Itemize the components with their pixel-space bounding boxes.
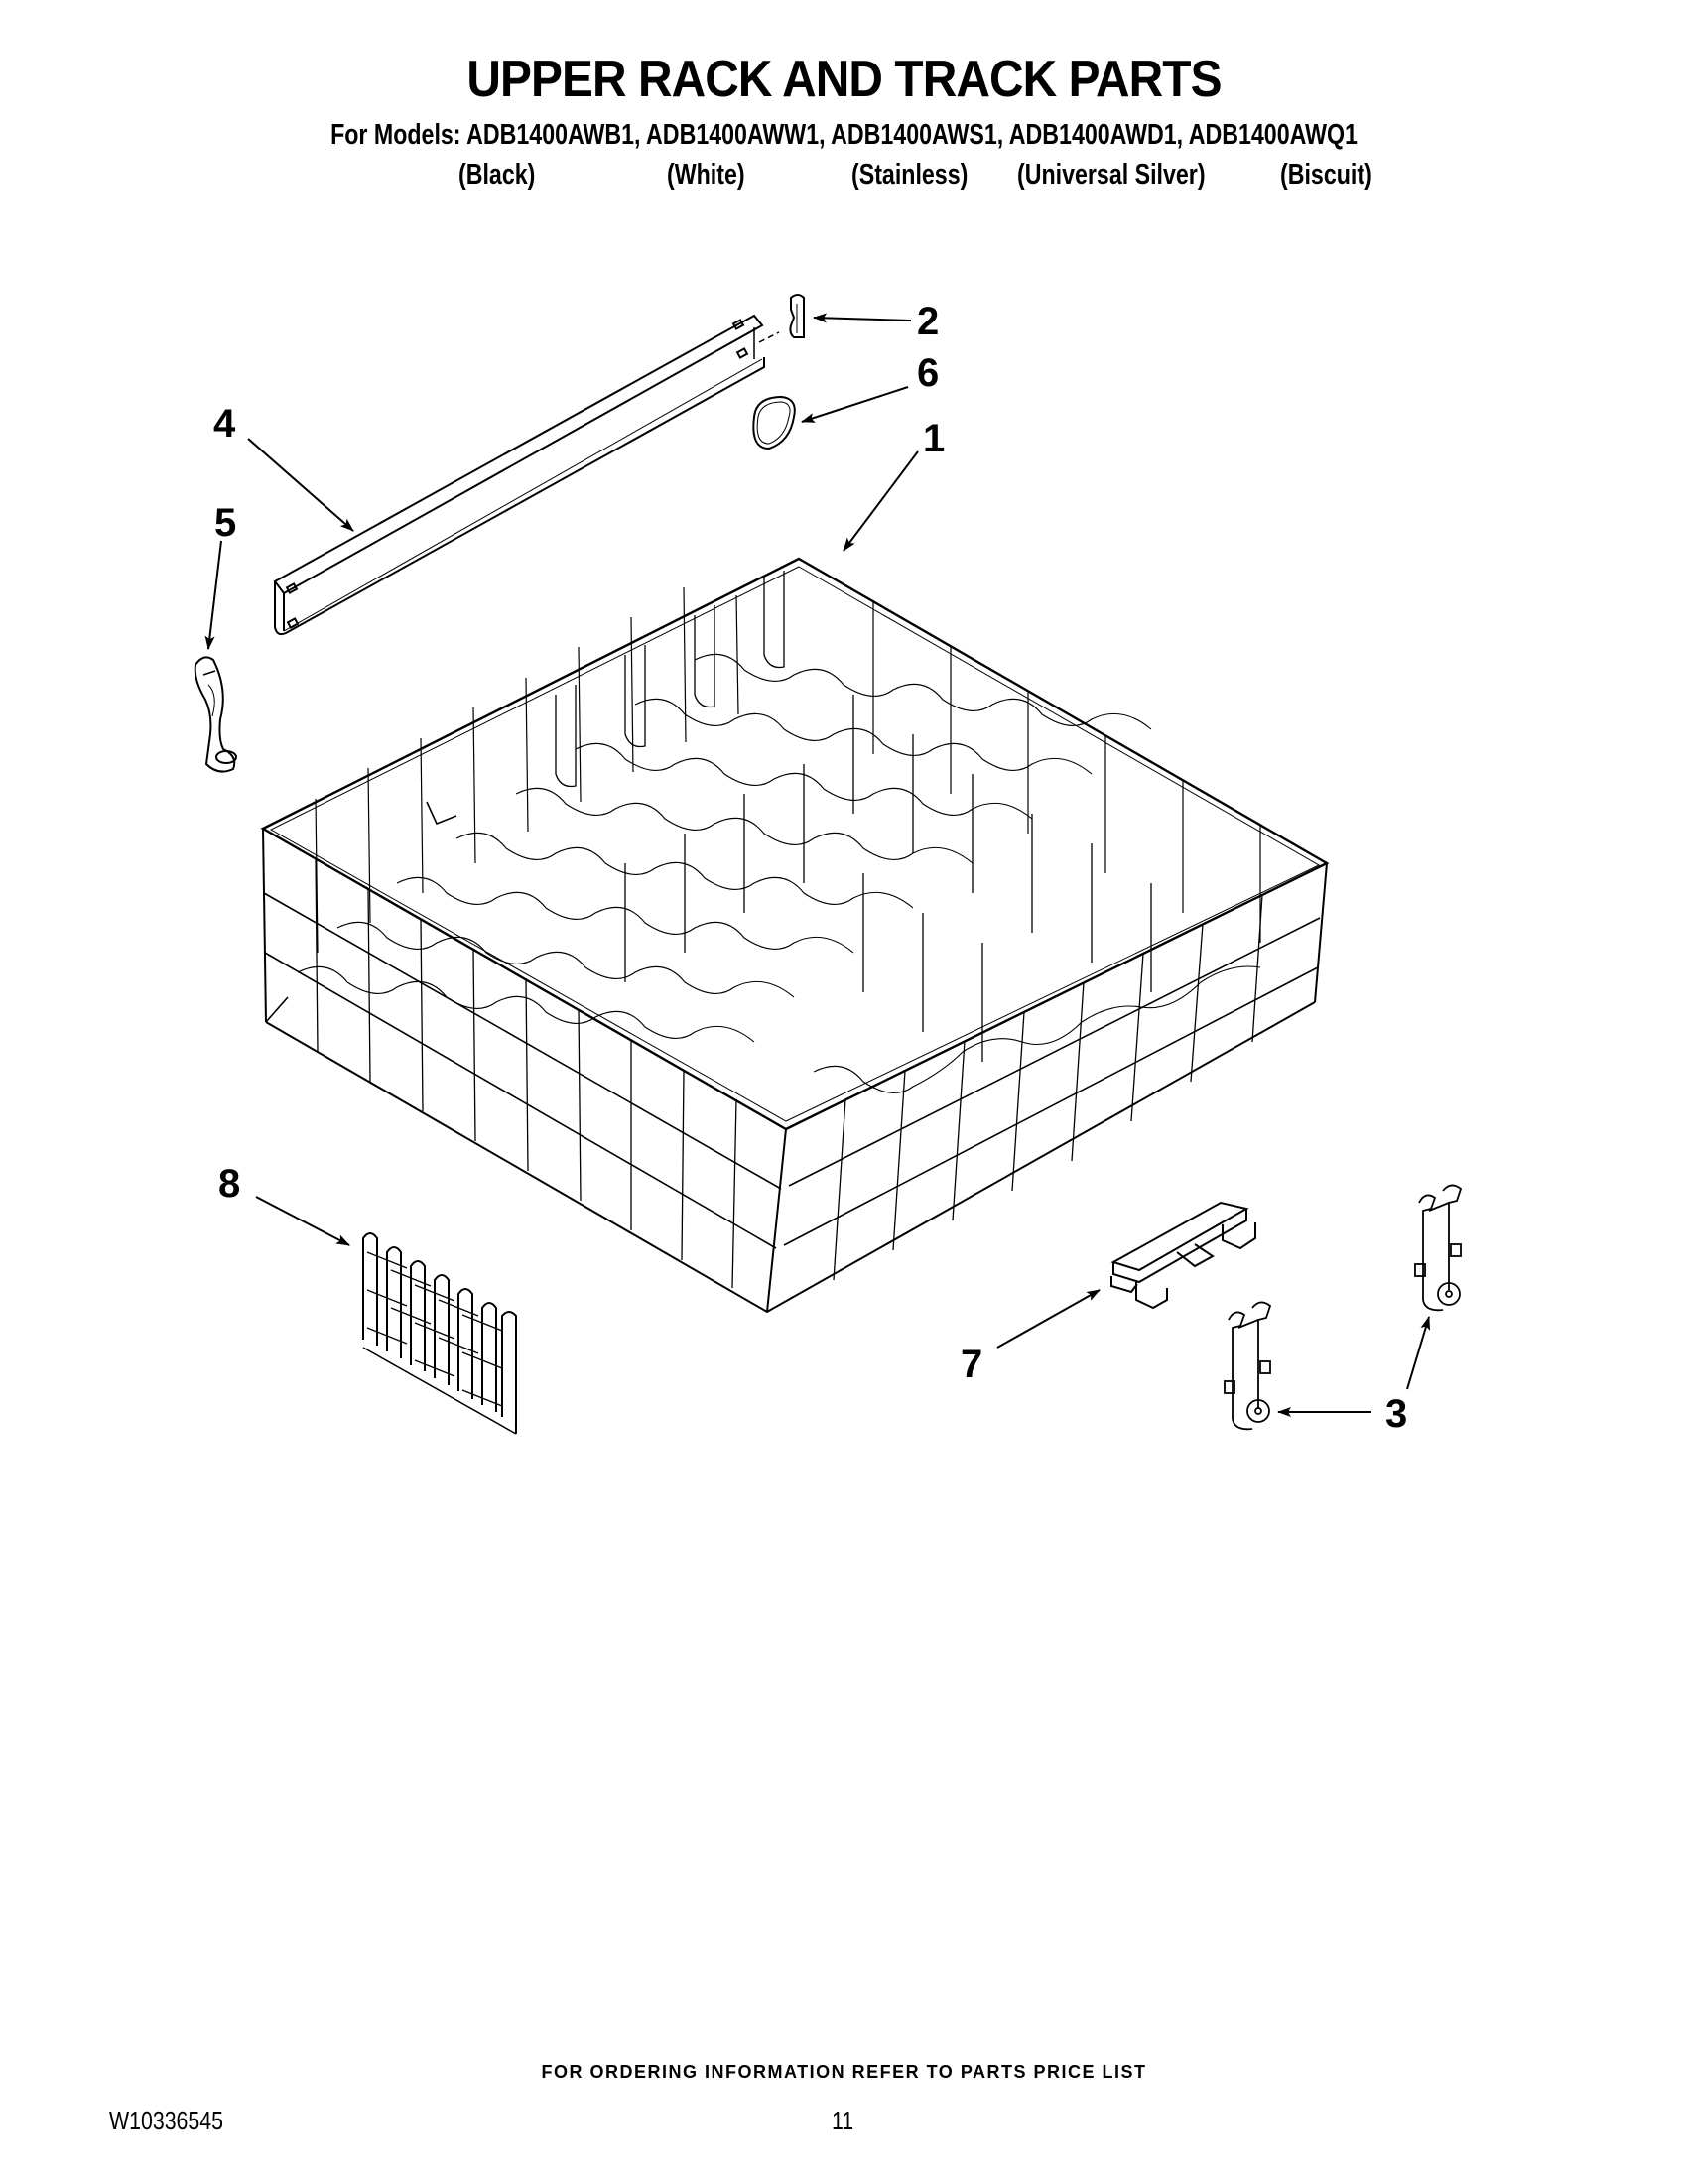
color-universal-silver: (Universal Silver)	[1017, 159, 1206, 191]
callout-8: 8	[218, 1162, 240, 1206]
roller-clip-part-lower	[1224, 1301, 1272, 1431]
cup-shelf-part	[362, 1232, 517, 1435]
color-black: (Black)	[458, 159, 536, 191]
callout-7: 7	[961, 1343, 982, 1386]
o-ring-part	[752, 395, 796, 450]
ordering-note: FOR ORDERING INFORMATION REFER TO PARTS …	[541, 2062, 1147, 2082]
rack-adjuster-part	[194, 656, 237, 773]
rack-track-part	[273, 314, 780, 636]
leader-lines	[204, 313, 1431, 1417]
upper-rack-part	[260, 557, 1330, 1314]
page-number: 11	[832, 2106, 854, 2135]
color-stainless: (Stainless)	[851, 159, 969, 191]
rack-stop-part	[1110, 1201, 1256, 1310]
callout-4: 4	[213, 402, 236, 446]
document-number: W10336545	[109, 2106, 223, 2135]
color-biscuit: (Biscuit)	[1280, 159, 1372, 191]
track-end-cap-part	[789, 294, 805, 338]
color-white: (White)	[667, 159, 745, 191]
callout-2: 2	[917, 300, 939, 343]
callout-6: 6	[917, 351, 939, 395]
roller-clip-part-upper	[1414, 1184, 1463, 1312]
callout-3: 3	[1385, 1392, 1407, 1436]
callout-5: 5	[214, 501, 236, 545]
page-title: UPPER RACK AND TRACK PARTS	[466, 51, 1222, 108]
models-line: For Models: ADB1400AWB1, ADB1400AWW1, AD…	[330, 119, 1358, 151]
callout-1: 1	[923, 417, 945, 460]
model-colors: (Black) (White) (Stainless) (Universal S…	[0, 159, 1688, 194]
